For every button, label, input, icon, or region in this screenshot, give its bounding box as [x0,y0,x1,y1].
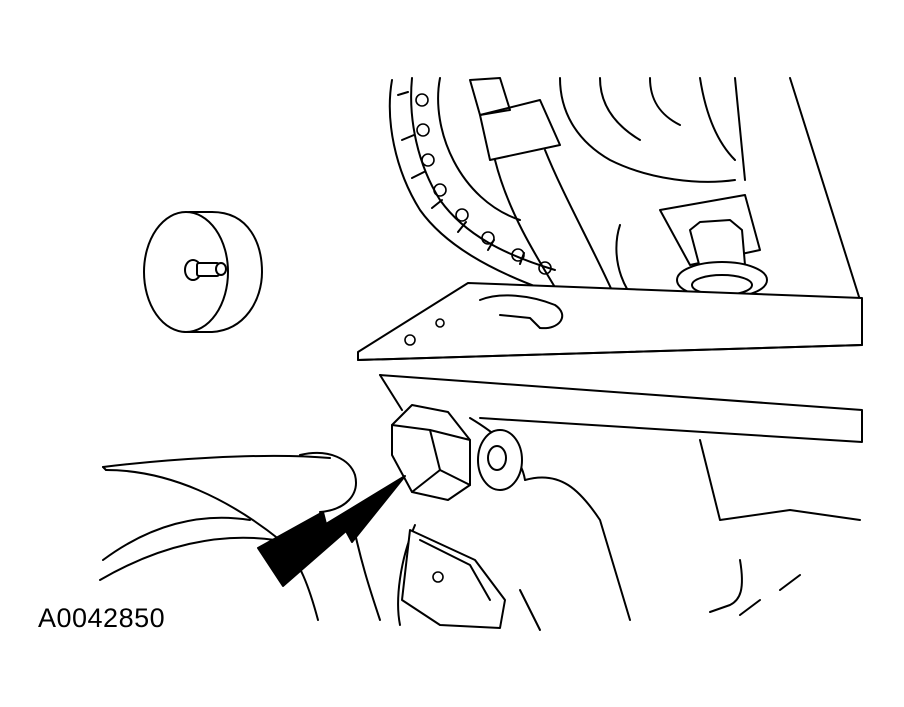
oil-pan [99,451,541,631]
figure-label: A0042850 [38,603,166,633]
plug-washer [143,211,263,333]
hex-plug [391,404,523,501]
timing-chain [388,77,556,291]
pointer-arrow-icon [257,475,406,587]
engine-block [379,374,863,621]
flange-plate [357,282,863,361]
